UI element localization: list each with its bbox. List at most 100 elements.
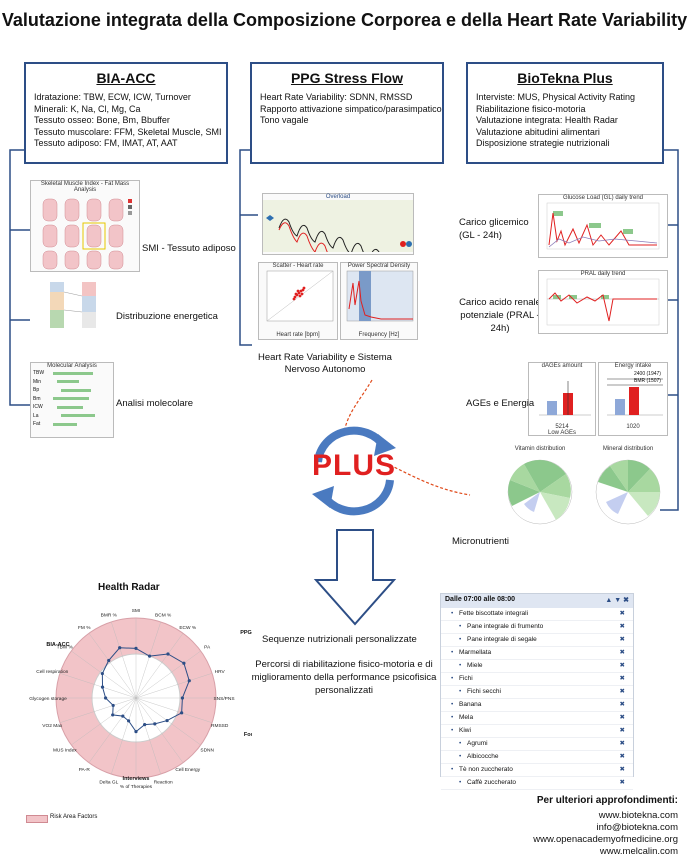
- schedule-row-label: Fichi secchi: [467, 688, 501, 695]
- schedule-row[interactable]: •Fette biscottate integrali✖: [441, 608, 633, 621]
- schedule-row[interactable]: • Mela ✖: [441, 712, 633, 725]
- schedule-row-label: Miele: [467, 662, 483, 669]
- remove-icon[interactable]: ✖: [619, 779, 625, 786]
- pral-label: Carico acido renale potenziale (PRAL - 2…: [459, 297, 541, 334]
- molecular-row: Bp: [31, 386, 113, 395]
- schedule-row[interactable]: •Kiwi✖: [441, 725, 633, 738]
- ages-chart: dAGEs amount 5214 Low AGEs: [528, 362, 596, 436]
- schedule-row[interactable]: •Caffè zuccherato✖: [441, 777, 633, 790]
- radar-point: [187, 679, 191, 683]
- schedule-row[interactable]: •Banana✖: [441, 699, 633, 712]
- schedule-header: Dalle 07:00 alle 08:00 ▲ ▼ ✖: [441, 594, 633, 608]
- overload-title: Overload: [325, 194, 351, 200]
- schedule-row[interactable]: • Pane integrale di frumento ✖: [441, 621, 633, 634]
- radar-spoke: [135, 697, 161, 775]
- bia-item: Tessuto adiposo: FM, IMAT, AT, AAT: [34, 138, 178, 148]
- radar-spoke: [135, 697, 184, 763]
- molecular-row-bar: [57, 405, 83, 409]
- scatter-chart: Scatter - Heart rate Heart rate [bpm]: [258, 262, 338, 340]
- molecular-row: Fat: [31, 420, 113, 429]
- bullet-icon: •: [451, 610, 454, 617]
- schedule-rows: •Fette biscottate integrali✖•Pane integr…: [441, 608, 633, 790]
- radar-spoke: [135, 697, 213, 723]
- remove-icon[interactable]: ✖: [619, 610, 625, 617]
- bullet-icon: •: [459, 688, 462, 695]
- radar-axis-label: FoodEx: [244, 732, 252, 738]
- remove-icon[interactable]: ✖: [619, 753, 625, 760]
- contact-link[interactable]: www.openacademyofmedicine.org: [533, 834, 678, 845]
- contact-link[interactable]: www.melcalin.com: [599, 846, 678, 857]
- molecular-row-label: La: [33, 412, 39, 419]
- remove-icon[interactable]: ✖: [619, 649, 625, 656]
- bullet-icon: •: [459, 753, 462, 760]
- header-controls-icon[interactable]: ▲ ▼ ✖: [605, 597, 629, 604]
- schedule-row[interactable]: •Albicocche✖: [441, 751, 633, 764]
- bullet-icon: •: [459, 779, 462, 786]
- paths-label: Percorsi di riabilitazione fisico-motori…: [251, 659, 437, 696]
- molecular-row-bar: [61, 414, 95, 418]
- schedule-row[interactable]: •Marmellata✖: [441, 647, 633, 660]
- scatter-title: Scatter - Heart rate: [272, 263, 324, 269]
- remove-icon[interactable]: ✖: [619, 740, 625, 747]
- bullet-icon: •: [459, 623, 462, 630]
- radar-index-label: BMR %: [101, 612, 118, 618]
- schedule-row-label: Pane integrale di frumento: [467, 623, 544, 630]
- bia-item: Idratazione: TBW, ECW, ICW, Turnover: [34, 92, 191, 102]
- schedule-row[interactable]: •Fichi✖: [441, 673, 633, 686]
- radar-index-label: SDNN: [200, 748, 214, 754]
- radar-index-label: PA-R: [79, 767, 91, 773]
- schedule-row[interactable]: • Fichi secchi ✖: [441, 686, 633, 699]
- psd-title: Power Spectral Density: [347, 263, 411, 269]
- energy-intake-plot: [607, 378, 663, 416]
- bia-item: Tessuto osseo: Bone, Bm, Bbuffer: [34, 115, 170, 125]
- remove-icon[interactable]: ✖: [619, 636, 625, 643]
- radar-point: [134, 646, 138, 650]
- radar-point: [165, 718, 169, 723]
- radar-index-label: RMSSD: [211, 723, 229, 729]
- schedule-row[interactable]: •Pane integrale di segale✖: [441, 634, 633, 647]
- radar-index-label: FM %: [78, 625, 91, 631]
- schedule-row[interactable]: •Agrumi✖: [441, 738, 633, 751]
- bia-item: Minerali: K, Na, Cl, Mg, Ca: [34, 103, 141, 114]
- radar-index-label: PA: [204, 644, 211, 650]
- remove-icon[interactable]: ✖: [619, 688, 625, 695]
- schedule-row[interactable]: •Miele✖: [441, 660, 633, 673]
- radar-point: [180, 696, 184, 700]
- risk-label: Risk Area Factors: [50, 814, 98, 820]
- molecular-row: Min: [31, 378, 113, 387]
- remove-icon[interactable]: ✖: [619, 623, 625, 630]
- radar-spoke: [135, 697, 201, 746]
- down-arrow-icon: [313, 529, 397, 626]
- remove-icon[interactable]: ✖: [619, 675, 625, 682]
- remove-icon[interactable]: ✖: [619, 727, 625, 734]
- contact-link[interactable]: www.biotekna.com: [598, 810, 678, 821]
- ppg-item: Heart Rate Variability: SDNN, RMSSD: [260, 92, 413, 102]
- gl-plot: [546, 202, 660, 250]
- radar-spoke: [111, 697, 137, 775]
- remove-icon[interactable]: ✖: [619, 766, 625, 773]
- schedule-row-label: Tè non zuccherato: [459, 766, 513, 773]
- radar-point: [111, 713, 115, 717]
- bullet-icon: •: [451, 714, 454, 721]
- radar-point: [126, 719, 131, 723]
- vitamin-polar: [507, 459, 573, 525]
- schedule-row-label: Kiwi: [459, 727, 471, 734]
- remove-icon[interactable]: ✖: [619, 662, 625, 669]
- ppg-box: PPG Stress Flow Heart Rate Variability: …: [250, 62, 444, 164]
- overload-chart: Overload: [262, 193, 414, 293]
- contact-link[interactable]: info@biotekna.com: [596, 822, 678, 833]
- radar-point: [180, 711, 184, 715]
- ages-plot: [539, 381, 591, 416]
- bullet-icon: •: [451, 766, 454, 773]
- schedule-row-label: Mela: [459, 714, 474, 721]
- remove-icon[interactable]: ✖: [619, 714, 625, 721]
- radar-point: [118, 646, 122, 650]
- molecular-row-label: Bm: [33, 395, 41, 402]
- remove-icon[interactable]: ✖: [619, 701, 625, 708]
- molecular-label: Analisi molecolare: [116, 398, 194, 409]
- mineral-chart: Mineral distribution: [588, 446, 668, 530]
- schedule-row[interactable]: • Tè non zuccherato ✖: [441, 764, 633, 777]
- hrv-label: Heart Rate Variability e Sistema Nervoso…: [258, 352, 392, 375]
- energy-intake-title: Energy intake: [614, 363, 652, 369]
